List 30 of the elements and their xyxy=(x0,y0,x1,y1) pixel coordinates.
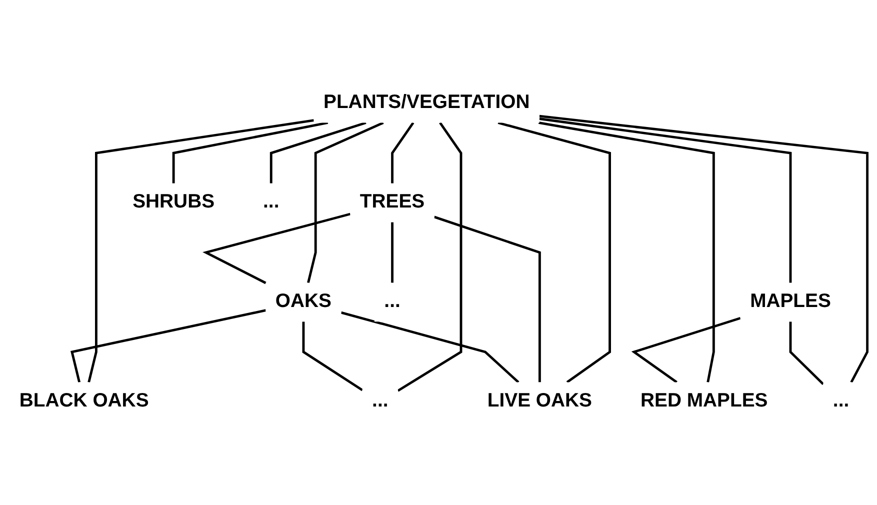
connector xyxy=(307,122,384,284)
node-text: ... xyxy=(384,291,400,312)
connector xyxy=(397,122,462,392)
connector xyxy=(498,122,611,384)
connector xyxy=(631,317,741,384)
node-text: ... xyxy=(263,192,280,212)
connector xyxy=(202,212,351,284)
connector xyxy=(302,322,364,392)
node-text: BLACK OAKS xyxy=(19,390,149,412)
node-text: ... xyxy=(832,390,850,412)
node-text: PLANTS/VEGETATION xyxy=(324,92,530,114)
connector xyxy=(434,216,541,382)
node-text: SHRUBS xyxy=(132,192,215,212)
connector xyxy=(539,118,792,283)
connector xyxy=(270,122,366,184)
connector xyxy=(539,114,869,383)
connector xyxy=(70,309,266,383)
node-text: ... xyxy=(372,390,388,412)
connector xyxy=(789,322,824,386)
node-text: LIVE OAKS xyxy=(487,390,592,412)
connector xyxy=(391,222,394,283)
connector xyxy=(538,122,715,382)
node-text: RED MAPLES xyxy=(640,390,768,412)
connector xyxy=(340,311,520,384)
connector xyxy=(88,119,314,383)
connector xyxy=(172,122,328,184)
node-text: OAKS xyxy=(275,291,332,312)
node-text: TREES xyxy=(360,192,425,212)
node-text: MAPLES xyxy=(750,291,831,312)
connector xyxy=(391,122,414,184)
